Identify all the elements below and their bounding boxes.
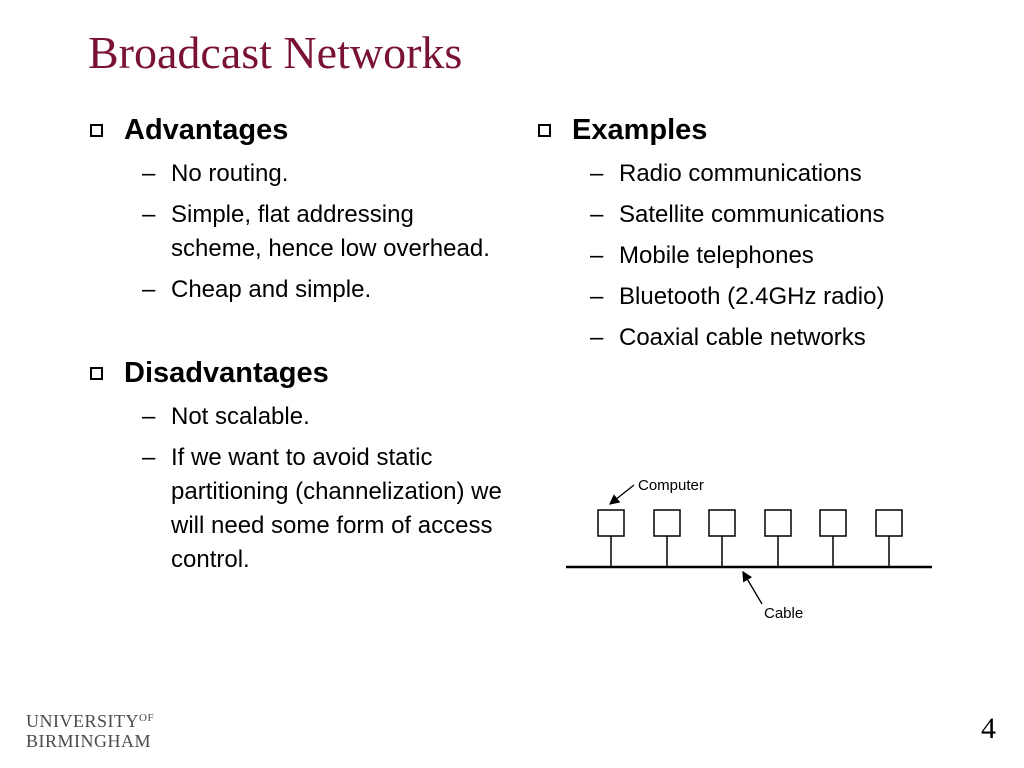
cable-label: Cable	[764, 605, 803, 622]
computer-node	[875, 509, 903, 537]
square-bullet-icon	[538, 123, 551, 137]
broadcast-network-diagram: Computer Cable	[566, 477, 932, 622]
slide-title: Broadcast Networks	[88, 27, 463, 78]
computer-node	[819, 509, 847, 537]
cable-arrow	[742, 570, 763, 605]
computer-node	[597, 509, 625, 537]
examples-section: Examples Radio communications Satellite …	[538, 110, 978, 355]
computer-node	[708, 509, 736, 537]
list-item: Cheap and simple.	[142, 273, 510, 307]
right-column: Examples Radio communications Satellite …	[538, 110, 978, 401]
university-logo: UNIVERSITYOF BIRMINGHAM	[26, 708, 154, 751]
list-item: Mobile telephones	[590, 239, 978, 273]
square-bullet-icon	[90, 366, 103, 380]
list-item: No routing.	[142, 157, 510, 191]
advantages-heading: Advantages	[90, 110, 510, 150]
list-item: Radio communications	[590, 157, 978, 191]
computer-arrow	[608, 484, 635, 505]
list-item: If we want to avoid static partitioning …	[142, 441, 510, 577]
examples-heading-text: Examples	[572, 113, 708, 146]
logo-line2: BIRMINGHAM	[26, 731, 152, 751]
advantages-section: Advantages No routing. Simple, flat addr…	[90, 110, 510, 307]
disadvantages-heading-text: Disadvantages	[124, 356, 329, 389]
disadvantages-heading: Disadvantages	[90, 353, 510, 393]
page-number: 4	[981, 712, 996, 745]
list-item: Satellite communications	[590, 198, 978, 232]
advantages-heading-text: Advantages	[124, 113, 289, 146]
left-column: Advantages No routing. Simple, flat addr…	[90, 110, 510, 623]
computer-label: Computer	[638, 477, 704, 494]
drop-lines	[610, 536, 890, 567]
disadvantages-section: Disadvantages Not scalable. If we want t…	[90, 353, 510, 577]
disadvantages-list: Not scalable. If we want to avoid static…	[90, 400, 510, 577]
examples-list: Radio communications Satellite communica…	[538, 157, 978, 355]
logo-line1: UNIVERSITY	[26, 711, 139, 731]
computer-node	[764, 509, 792, 537]
logo-of: OF	[139, 712, 155, 724]
list-item: Not scalable.	[142, 400, 510, 434]
list-item: Simple, flat addressing scheme, hence lo…	[142, 198, 510, 266]
advantages-list: No routing. Simple, flat addressing sche…	[90, 157, 510, 307]
examples-heading: Examples	[538, 110, 978, 150]
list-item: Coaxial cable networks	[590, 321, 978, 355]
computer-node	[653, 509, 681, 537]
computer-nodes	[597, 509, 903, 537]
list-item: Bluetooth (2.4GHz radio)	[590, 280, 978, 314]
square-bullet-icon	[90, 123, 103, 137]
